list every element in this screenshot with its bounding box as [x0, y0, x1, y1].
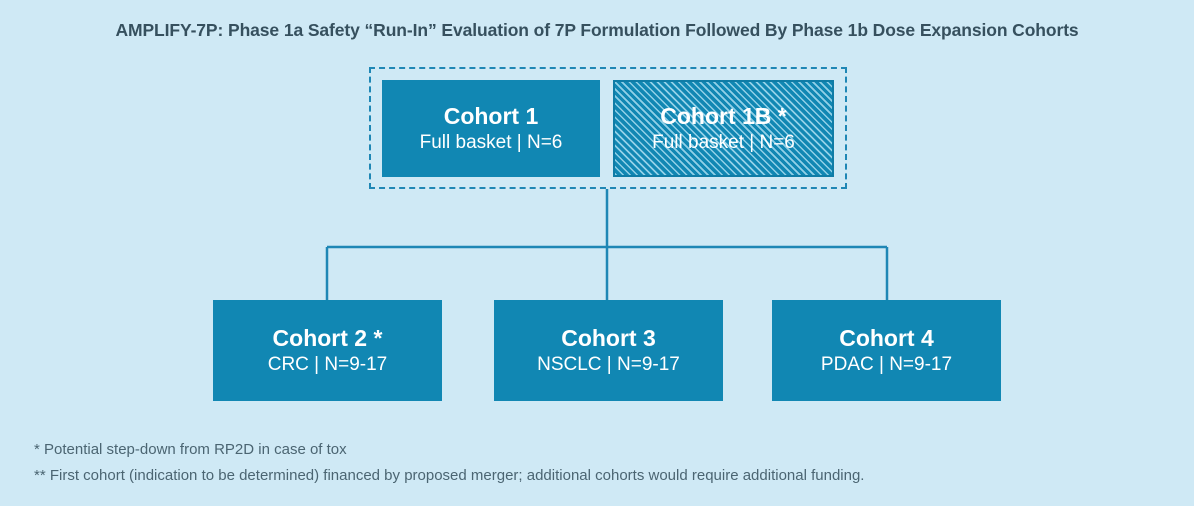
- cohort-2-title: Cohort 2 *: [272, 324, 383, 351]
- cohort-2-detail: CRC | N=9-17: [267, 354, 388, 376]
- cohort-box-cohort-1b[interactable]: Cohort 1B * Full basket | N=6: [613, 80, 834, 177]
- cohort-1-title: Cohort 1: [443, 102, 539, 129]
- footnote-double-asterisk: ** First cohort (indication to be determ…: [34, 466, 865, 484]
- cohort-box-cohort-3[interactable]: Cohort 3 NSCLC | N=9-17: [494, 300, 723, 401]
- cohort-3-detail: NSCLC | N=9-17: [537, 354, 680, 376]
- cohort-box-cohort-4[interactable]: Cohort 4 PDAC | N=9-17: [772, 300, 1001, 401]
- cohort-box-cohort-2[interactable]: Cohort 2 * CRC | N=9-17: [213, 300, 442, 401]
- cohort-1b-title: Cohort 1B *: [660, 102, 787, 129]
- cohort-3-title: Cohort 3: [561, 324, 656, 351]
- footnote-block: * Potential step-down from RP2D in case …: [34, 437, 1154, 489]
- footnote-single-asterisk: * Potential step-down from RP2D in case …: [34, 441, 347, 458]
- phase-1a-group-outline: [369, 67, 847, 189]
- cohort-1b-detail: Full basket | N=6: [652, 132, 795, 154]
- cohort-4-detail: PDAC | N=9-17: [820, 354, 953, 376]
- cohort-4-title: Cohort 4: [839, 324, 934, 351]
- cohort-1-detail: Full basket | N=6: [419, 132, 563, 154]
- page-title: AMPLIFY-7P: Phase 1a Safety “Run-In” Eva…: [115, 20, 1079, 40]
- cohort-box-cohort-1[interactable]: Cohort 1 Full basket | N=6: [382, 80, 600, 177]
